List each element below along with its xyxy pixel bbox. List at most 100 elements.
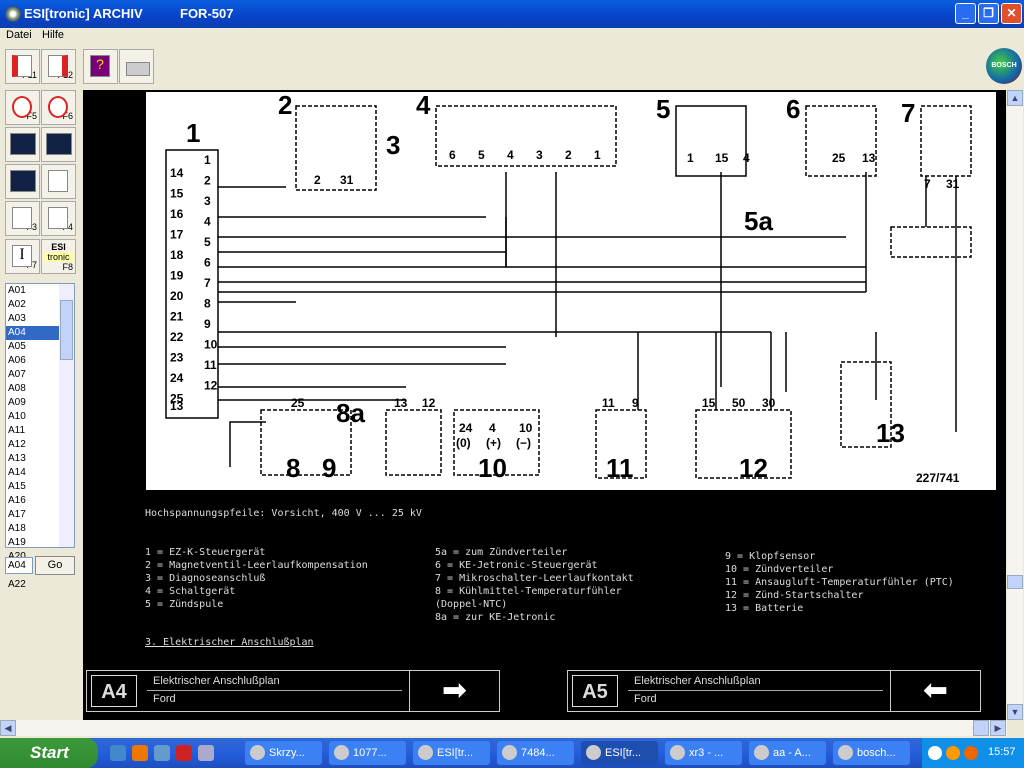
menu-datei[interactable]: Datei xyxy=(6,29,32,41)
list-item[interactable]: A12 xyxy=(8,439,26,450)
zoom-in-button[interactable]: F5 xyxy=(5,90,40,125)
back-button[interactable]: F11 xyxy=(5,49,40,84)
menu-hilfe[interactable]: Hilfe xyxy=(42,29,65,41)
scroll-left-icon[interactable]: ◀ xyxy=(0,720,16,736)
list-item[interactable]: A10 xyxy=(8,411,26,422)
list-item[interactable]: A14 xyxy=(8,467,26,478)
task-label: aa - A... xyxy=(773,747,811,759)
arrow-right-icon[interactable]: ➡ xyxy=(409,671,499,711)
taskbar-task[interactable]: ESI[tr... xyxy=(413,741,490,765)
nav-prev-page[interactable]: A4 Elektrischer Anschlußplan Ford ➡ xyxy=(86,670,500,712)
maximize-button[interactable]: ❐ xyxy=(978,3,999,24)
list-item[interactable]: A07 xyxy=(8,369,26,380)
view-right-button[interactable] xyxy=(41,127,76,162)
document-id: FOR-507 xyxy=(180,6,234,21)
tray-expand-icon[interactable] xyxy=(928,746,942,760)
diagram-label: 3 xyxy=(204,194,211,208)
update-icon[interactable] xyxy=(964,746,978,760)
list-item[interactable]: A09 xyxy=(8,397,26,408)
list-item[interactable]: A06 xyxy=(8,355,26,366)
list-item[interactable]: A22 xyxy=(8,579,26,590)
taskbar-task[interactable]: 7484... xyxy=(497,741,574,765)
list-item[interactable]: A04 xyxy=(6,326,60,340)
diagram-label: 12 xyxy=(204,379,218,393)
diagram-label: 7 xyxy=(204,276,211,290)
zoom-out-button[interactable]: F6 xyxy=(41,90,76,125)
diagram-label: 8a xyxy=(336,398,365,428)
help-button[interactable]: ? xyxy=(83,49,118,84)
taskbar-task[interactable]: xr3 - ... xyxy=(665,741,742,765)
diagram-label: 20 xyxy=(170,289,184,303)
arrow-left-icon[interactable]: ⬅ xyxy=(890,671,980,711)
window-title: ESI[tronic] ARCHIV xyxy=(24,6,143,21)
diagram-label: 7 xyxy=(901,98,915,128)
page-goto-input[interactable]: A04 xyxy=(5,557,33,574)
view-quad-button[interactable] xyxy=(5,164,40,199)
list-item[interactable]: A08 xyxy=(8,383,26,394)
document-icon[interactable] xyxy=(198,745,214,761)
ie-icon[interactable] xyxy=(110,745,126,761)
view-left-button[interactable] xyxy=(5,127,40,162)
list-item[interactable]: A03 xyxy=(8,313,26,324)
page-code: A5 xyxy=(572,675,618,707)
network-icon[interactable] xyxy=(154,745,170,761)
nav-next-page[interactable]: A5 Elektrischer Anschlußplan Ford ⬅ xyxy=(567,670,981,712)
esitronic-button[interactable]: ESI tronic F8 xyxy=(41,239,76,274)
scroll-thumb[interactable] xyxy=(1007,575,1023,589)
list-item[interactable]: A15 xyxy=(8,481,26,492)
minimize-button[interactable]: _ xyxy=(955,3,976,24)
diagram-label: (+) xyxy=(486,436,501,450)
diagram-label: 11 xyxy=(606,453,634,483)
taskbar-task[interactable]: Skrzy... xyxy=(245,741,322,765)
document-text-icon: I xyxy=(12,245,32,267)
list-item[interactable]: A17 xyxy=(8,509,26,520)
diagram-label: 31 xyxy=(340,173,354,187)
list-item[interactable]: A05 xyxy=(8,341,26,352)
diagram-label: 2 xyxy=(204,174,211,188)
scroll-down-icon[interactable]: ▼ xyxy=(1007,704,1023,720)
list-item[interactable]: A18 xyxy=(8,523,26,534)
page-back-arrow-icon xyxy=(12,55,32,77)
fit-width-button[interactable]: F3 xyxy=(5,201,40,236)
scroll-up-icon[interactable]: ▲ xyxy=(1007,90,1023,106)
list-item[interactable]: A02 xyxy=(8,299,26,310)
legend: Hochspannungspfeile: Vorsicht, 400 V ...… xyxy=(83,90,1006,720)
list-item[interactable]: A16 xyxy=(8,495,26,506)
sun-icon[interactable] xyxy=(946,746,960,760)
info-button[interactable]: IF7 xyxy=(5,239,40,274)
forward-button[interactable]: F12 xyxy=(41,49,76,84)
list-item[interactable]: A20 xyxy=(6,550,60,564)
taskbar-task[interactable]: 1077... xyxy=(329,741,406,765)
taskbar-task[interactable]: ESI[tr... xyxy=(581,741,658,765)
diagram-label: 4 xyxy=(489,421,496,435)
taskbar-task[interactable]: bosch... xyxy=(833,741,910,765)
list-item[interactable]: A13 xyxy=(8,453,26,464)
horizontal-arrows-icon xyxy=(12,207,32,229)
diagram-label: 13 xyxy=(170,399,184,413)
fit-page-button[interactable]: F4 xyxy=(41,201,76,236)
close-button[interactable]: ✕ xyxy=(1001,3,1022,24)
list-item[interactable]: A01 xyxy=(8,285,26,296)
floppy-icon[interactable] xyxy=(176,745,192,761)
horizontal-scrollbar[interactable]: ◀ ▶ xyxy=(0,720,1007,736)
diagram-label: (0) xyxy=(456,436,471,450)
zoom-out-icon xyxy=(48,96,68,118)
list-item[interactable]: A11 xyxy=(8,425,26,436)
taskbar-task[interactable]: aa - A... xyxy=(749,741,826,765)
list-scrollbar[interactable] xyxy=(59,284,74,547)
print-button[interactable] xyxy=(119,49,154,84)
go-button[interactable]: Go xyxy=(35,556,75,575)
start-button[interactable]: Start xyxy=(0,738,98,768)
diagram-label: 10 xyxy=(478,453,507,483)
list-item[interactable]: A19 xyxy=(8,537,26,548)
scroll-right-icon[interactable]: ▶ xyxy=(990,720,1006,736)
zoom-area-button[interactable] xyxy=(41,164,76,199)
scroll-thumb-h[interactable] xyxy=(973,720,989,736)
vertical-scrollbar[interactable]: ▲ ▼ xyxy=(1007,90,1023,720)
high-voltage-warning: Hochspannungspfeile: Vorsicht, 400 V ...… xyxy=(145,508,422,519)
firefox-icon[interactable] xyxy=(132,745,148,761)
legend-entry: 3 = Diagnoseanschluß xyxy=(145,573,266,584)
diagram-label: 4 xyxy=(204,215,211,229)
